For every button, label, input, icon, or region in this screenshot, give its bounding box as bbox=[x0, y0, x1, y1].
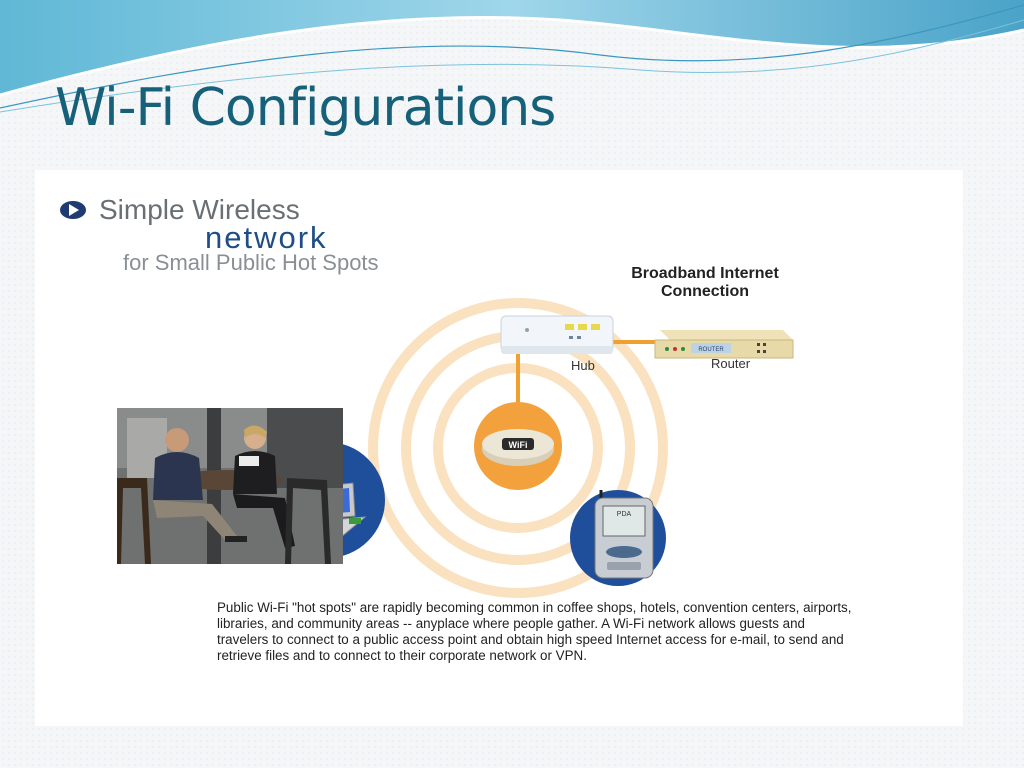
broadband-label: Broadband Internet Connection bbox=[631, 265, 779, 300]
wifi-access-point-icon: WiFi bbox=[482, 429, 554, 466]
heading-line3: for Small Public Hot Spots bbox=[123, 250, 379, 275]
router-label: Router bbox=[711, 356, 751, 371]
hub-icon bbox=[500, 315, 614, 354]
slide-title: Wi-Fi Configurations bbox=[55, 78, 556, 138]
diagram-graphics: WiFi ROUTER bbox=[255, 298, 794, 598]
heading-line1: Simple Wireless bbox=[99, 194, 300, 225]
router-device-text: ROUTER bbox=[698, 347, 724, 353]
heading-line2: network bbox=[205, 220, 328, 255]
hub-label: Hub bbox=[571, 358, 595, 373]
wifi-diagram-figure: WiFi ROUTER bbox=[35, 170, 963, 726]
play-icon bbox=[60, 201, 86, 219]
figure-caption: Public Wi-Fi "hot spots" are rapidly bec… bbox=[217, 600, 852, 663]
pda-icon: PDA bbox=[594, 490, 654, 579]
cafe-photo bbox=[117, 408, 343, 564]
router-icon: ROUTER bbox=[654, 330, 794, 359]
wifi-badge-text: WiFi bbox=[509, 440, 528, 450]
pda-screen-text: PDA bbox=[617, 511, 632, 518]
header-wave-decoration bbox=[0, 0, 1024, 113]
